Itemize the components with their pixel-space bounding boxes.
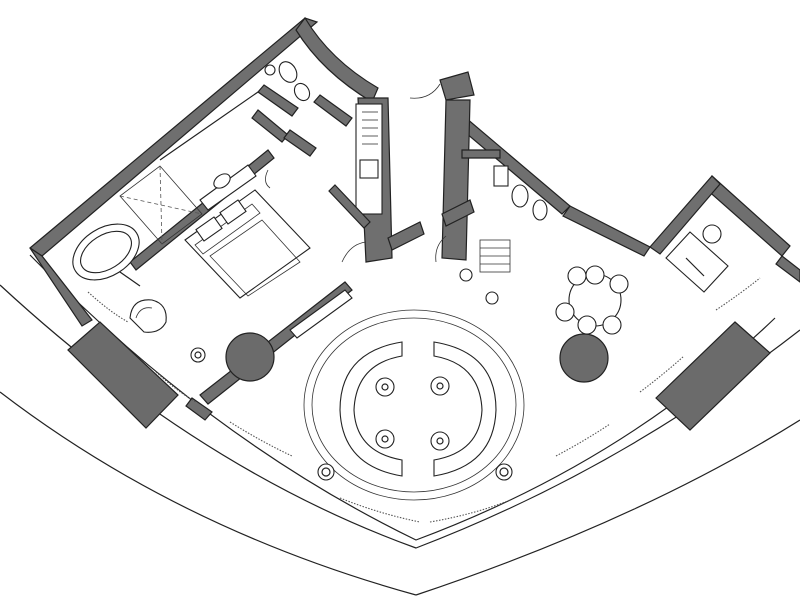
doors <box>265 83 447 263</box>
study <box>665 224 729 293</box>
desk <box>665 231 729 293</box>
wc-right <box>459 149 548 305</box>
desk-chair <box>702 224 722 244</box>
facade-columns <box>67 321 771 431</box>
vanity <box>199 164 257 211</box>
rug <box>303 309 525 501</box>
console-unit <box>289 289 353 339</box>
dining-set <box>555 265 629 335</box>
outer-facade <box>0 254 800 596</box>
sofa-right <box>433 341 497 477</box>
living-area <box>303 309 525 501</box>
cooktop <box>359 159 379 179</box>
sofa-left <box>339 341 403 477</box>
wc-left <box>264 61 311 102</box>
side-stool <box>190 347 206 363</box>
kitchen-counter <box>355 103 383 215</box>
column-right <box>655 321 771 431</box>
round-table-left <box>225 332 275 382</box>
exterior-walls <box>28 16 800 421</box>
bed <box>184 189 311 299</box>
column-left <box>67 321 179 429</box>
bathtub <box>72 223 140 281</box>
shower-enclosure <box>119 165 203 245</box>
kitchen-core <box>355 71 475 263</box>
round-table-right <box>559 333 609 383</box>
curtains <box>87 277 761 523</box>
bedroom-armchair <box>129 299 167 333</box>
